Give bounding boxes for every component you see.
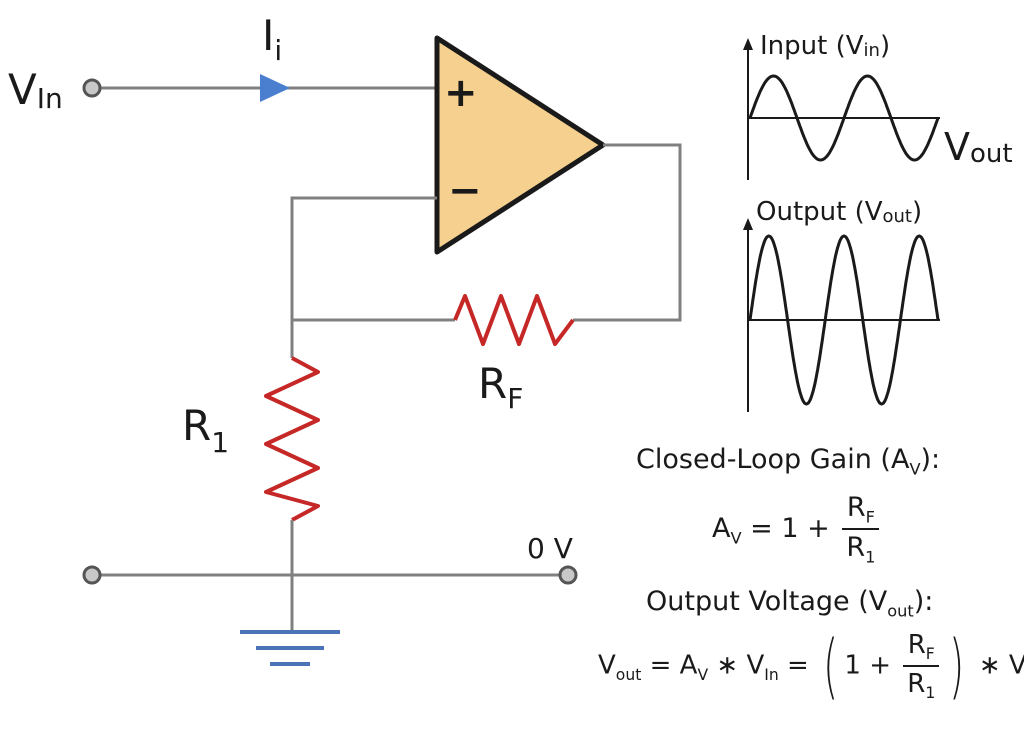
rf-label: RF	[478, 359, 523, 415]
ground-icon	[240, 630, 340, 666]
current-arrow-icon	[260, 74, 290, 102]
gain-fraction: RF R1	[842, 492, 880, 567]
feedback-wire	[290, 196, 455, 322]
rf-resistor	[453, 294, 575, 346]
input-waveform-plot: Input (Vin)	[743, 31, 940, 180]
input-voltage-label: VIn	[8, 65, 63, 115]
output-heading: Output Voltage (Vout):	[646, 586, 934, 621]
opamp-triangle	[434, 35, 606, 255]
output-axis-arrow-icon	[743, 218, 753, 230]
output-voltage-label: Vout	[944, 125, 1013, 169]
gain-heading: Closed-Loop Gain (AV):	[636, 444, 941, 479]
ground-terminal-left	[82, 565, 102, 585]
input-terminal	[82, 78, 102, 98]
r1-resistor	[264, 356, 320, 522]
input-sine-wave	[748, 74, 940, 162]
output-waveform-plot: Output (Vout)	[743, 197, 940, 412]
current-label: Ii	[262, 11, 282, 67]
noninverting-sign: +	[444, 70, 478, 116]
ground-terminal-right	[558, 565, 578, 585]
output-sine-wave	[748, 234, 940, 406]
gain-equation: AV = 1 + RF R1	[712, 492, 883, 567]
output-plot-title: Output (Vout)	[756, 197, 922, 227]
input-plot-title: Input (Vin)	[760, 31, 890, 61]
inverting-sign: −	[448, 168, 482, 214]
r1-label: R1	[182, 401, 229, 459]
input-axis-arrow-icon	[743, 38, 753, 50]
output-wire	[573, 143, 682, 322]
ground-voltage-label: 0 V	[527, 532, 573, 565]
